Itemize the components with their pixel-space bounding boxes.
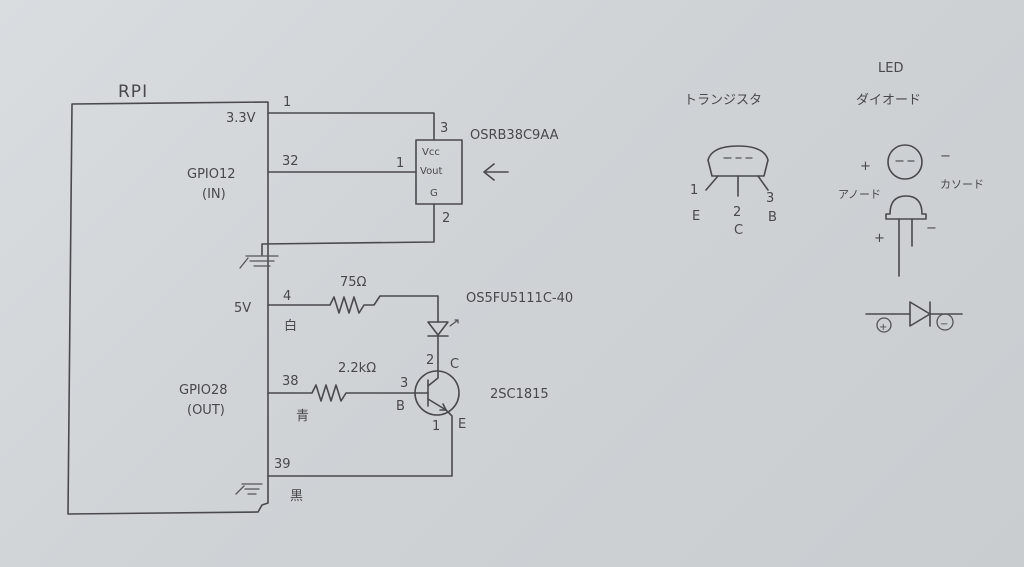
resistor-75-label: 75Ω [340,275,367,290]
sensor-part-label: OSRB38C9AA [470,128,559,143]
sensor-pin1-label: 1 [396,156,404,171]
tr-ref-b: B [768,210,777,225]
pin-1-label: 1 [283,95,291,110]
ground-icon [235,483,263,495]
sensor-pin2-label: 2 [442,211,450,226]
pin-38-label: 38 [282,374,299,389]
gpio28-label: GPIO28 [179,383,228,398]
sensor-g-label: G [430,188,438,199]
led-top-view-icon [887,144,923,180]
cathode-label: カソード [940,178,984,191]
wire-5v [267,295,439,323]
transistor-heading: トランジスタ [684,93,762,108]
ground-icon [239,255,279,269]
diode-plus-label: + [879,322,887,333]
wire-white-label: 白 [284,318,297,334]
pin-39-label: 39 [274,457,291,472]
transistor-pin-e-number: 1 [432,419,440,434]
led-side-view-icon [885,195,927,277]
gpio12-label: GPIO12 [187,167,236,182]
tr-ref-num-1: 1 [690,183,698,198]
led-plus-label: + [860,159,871,174]
led-leg-minus-label: − [926,221,937,236]
led-symbol-icon [427,319,459,363]
pin-32-label: 32 [282,154,299,169]
transistor-part-label: 2SC1815 [490,387,549,402]
pin-4-label: 4 [283,289,291,304]
tr-ref-c: C [734,223,743,238]
sensor-vout-label: Vout [420,166,443,177]
wire-black-label: 黒 [290,489,303,504]
diode-minus-label: − [940,319,948,330]
wire-blue-label: 青 [296,409,309,424]
rpi-title: RPI [118,82,148,102]
led-minus-label: − [940,149,951,164]
led-heading-1: LED [878,61,903,76]
sensor-vcc-label: Vcc [422,147,440,158]
gpio28-out-label: (OUT) [187,403,225,418]
gpio12-in-label: (IN) [202,187,226,202]
transistor-b-label: B [396,399,405,414]
transistor-package-icon [705,145,769,197]
pin-5v-label: 5V [234,301,251,316]
led-leg-plus-label: + [874,231,885,246]
rpi-board-outline [67,101,269,515]
tr-ref-num-3: 3 [766,191,774,206]
wire-gpio28 [267,384,429,402]
transistor-c-label: C [450,357,459,372]
wire-sensor-gnd [261,203,435,256]
wire-3v3 [267,112,435,141]
pin-3v3-label: 3.3V [226,111,256,126]
sensor-pin3-label: 3 [440,121,448,136]
led-heading-2: ダイオード [856,93,921,108]
tr-ref-num-2: 2 [733,205,741,220]
arrow-icon [483,163,509,181]
transistor-pin-b-number: 3 [400,376,408,391]
transistor-pin-c-number: 2 [426,353,434,368]
resistor-2k2-label: 2.2kΩ [338,361,376,376]
diode-symbol-icon [865,301,963,333]
transistor-e-label: E [458,417,466,432]
tr-ref-e: E [692,209,700,224]
anode-label: アノード [838,188,881,201]
wire-emitter-gnd [267,409,453,477]
led-part-label: OS5FU5111C-40 [466,291,573,306]
